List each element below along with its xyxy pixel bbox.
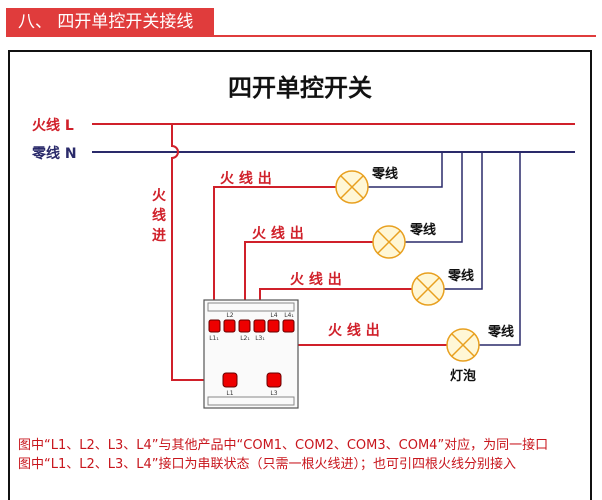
terminal-label: L1₁ [209, 335, 219, 342]
terminal-label: L1 [226, 390, 233, 397]
terminal-label: L3 [270, 390, 277, 397]
live-out-label: 火 线 出 [290, 271, 342, 288]
output-wire-2 [244, 241, 373, 320]
lamp-1-icon [335, 170, 369, 204]
lamp-4-icon [446, 328, 480, 362]
live-in-label-1: 火 [152, 188, 167, 204]
live-out-label: 火 线 出 [220, 170, 272, 187]
terminal-label: L2₁ [240, 335, 250, 342]
lamp-3-icon [411, 272, 445, 306]
lamp-label: 灯泡 [450, 368, 476, 384]
note-line-1: 图中“L1、L2、L3、L4”与其他产品中“COM1、COM2、COM3、COM… [18, 438, 549, 453]
terminal-label: L4 [270, 312, 277, 319]
live-in-wire [171, 124, 222, 381]
terminal-label: L2 [226, 312, 233, 319]
diagram-frame [8, 50, 592, 500]
lamp-neutral-label: 零线 [409, 222, 436, 238]
note-line-2: 图中“L1、L2、L3、L4”接口为串联状态（只需一根火线进）；也可引四根火线分… [18, 457, 517, 472]
live-out-label: 火 线 出 [252, 225, 304, 242]
output-wire-1 [213, 186, 336, 320]
live-line-label: 火线 L [32, 117, 74, 134]
header-divider [6, 35, 596, 37]
lamp-neutral-label: 零线 [487, 324, 514, 340]
live-out-label: 火 线 出 [328, 322, 380, 339]
section-header: 八、 四开单控开关接线图 [6, 8, 214, 60]
live-out-labels: 火 线 出 火 线 出 火 线 出 火 线 出 [220, 170, 380, 339]
neutral-line-label: 零线 N [31, 145, 77, 162]
lamp-neutral-label: 零线 [371, 166, 398, 182]
lamp-2-icon [372, 225, 406, 259]
diagram-title: 四开单控开关 [228, 74, 372, 102]
lamp-neutral-label: 零线 [447, 268, 474, 284]
live-in-label-3: 进 [152, 228, 166, 244]
live-in-label-2: 线 [152, 207, 166, 224]
switch-body-icon: L2 L4 L4₁ L1₁ L2₁ L3₁ L1 L3 [203, 299, 299, 409]
terminal-label: L3₁ [255, 335, 265, 342]
terminal-label: L4₁ [284, 312, 294, 319]
